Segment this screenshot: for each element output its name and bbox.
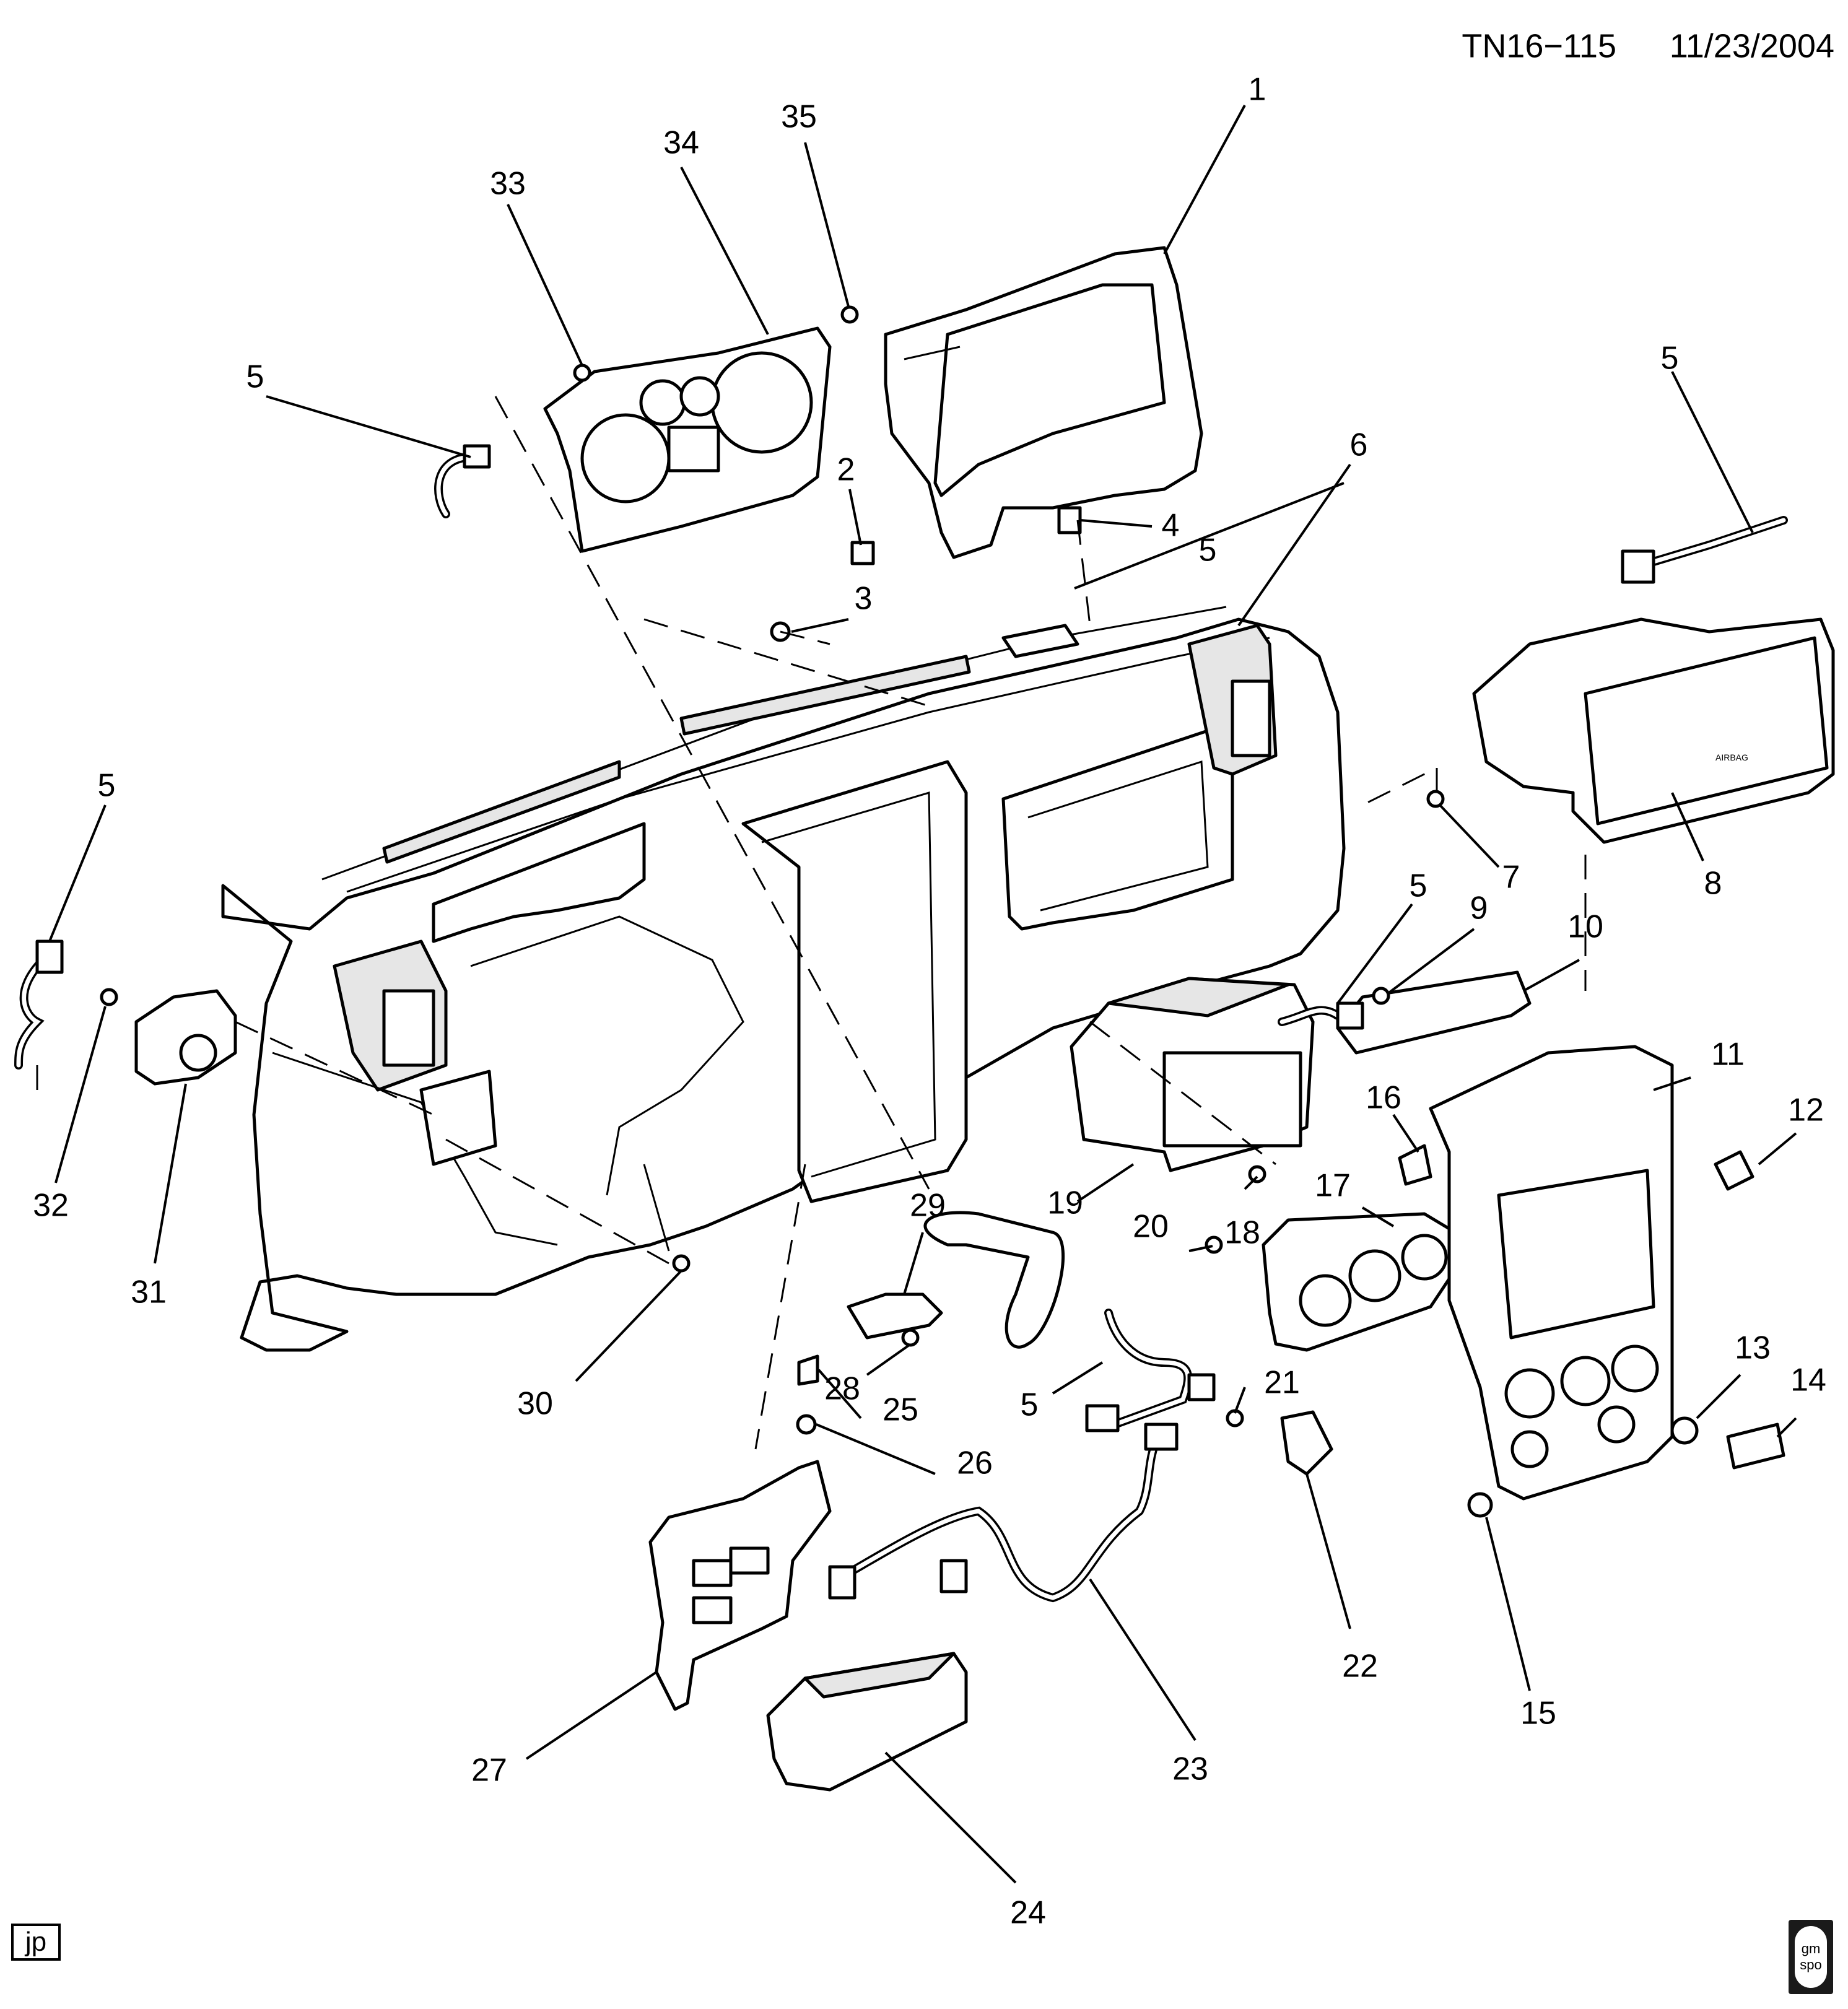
callout-31: 31 [131,1275,167,1310]
callout-13: 13 [1735,1330,1771,1366]
callout-32: 32 [33,1188,69,1224]
callout-5-left: 5 [98,768,116,804]
initials-text: jp [25,1927,47,1957]
hvac-control-module [1262,1212,1457,1352]
instrument-cluster [543,326,832,553]
callout-6: 6 [1350,427,1368,463]
headlamp-switch [134,989,237,1086]
callout-16: 16 [1366,1080,1401,1116]
callout-26: 26 [957,1445,993,1481]
callout-25: 25 [883,1392,918,1428]
support-bracket [648,1460,832,1711]
initials-box: jp [11,1924,61,1961]
harness-connector-left [14,939,64,1070]
accessory-trim-plate [1429,1045,1674,1501]
small-fasteners [100,305,1785,1518]
callout-11: 11 [1711,1037,1745,1073]
callout-17: 17 [1315,1168,1351,1204]
instrument-panel-carrier [221,606,1346,1352]
callout-labels: 1 2 3 4 5 5 5 5 5 5 6 7 8 9 10 11 12 13 … [33,72,1826,1931]
callout-30: 30 [517,1386,553,1422]
callout-24: 24 [1010,1895,1046,1931]
callout-34: 34 [663,125,699,161]
callout-5-upper-right: 5 [1661,341,1679,377]
callout-27: 27 [471,1753,507,1789]
body-control-module [766,1652,968,1792]
callout-14: 14 [1790,1362,1826,1398]
reference-lines [36,396,1587,1450]
harness-connector-lower [1085,1309,1216,1432]
diagram-id: TN16−115 [1462,27,1616,64]
callout-29: 29 [910,1188,946,1224]
callout-23: 23 [1172,1751,1208,1787]
callout-3: 3 [855,581,873,617]
callout-18: 18 [1224,1215,1260,1251]
callout-5-top: 5 [1199,533,1217,569]
callout-5-cluster: 5 [246,359,264,395]
callout-12: 12 [1788,1092,1824,1128]
callout-4: 4 [1162,508,1180,544]
callout-33: 33 [490,166,526,202]
callout-1: 1 [1249,72,1266,108]
switch-bank [1336,970,1532,1055]
callout-21: 21 [1264,1365,1300,1401]
gm-spo-logo-inner: gm spo [1795,1926,1827,1988]
logo-text-bottom: spo [1800,1957,1822,1972]
leader-lines [48,105,1797,1884]
callout-8: 8 [1704,866,1722,902]
instrument-cluster-bezel [884,246,1203,559]
harness-connector-upper-right [1621,516,1788,584]
gm-spo-logo: gm spo [1789,1920,1833,1994]
callout-9: 9 [1470,891,1488,926]
callout-35: 35 [781,99,817,135]
callout-22: 22 [1342,1649,1378,1684]
callout-2: 2 [837,452,855,488]
logo-text-top: gm [1801,1941,1821,1956]
callout-10: 10 [1567,909,1603,945]
passenger-airbag-module: AIRBAG [1472,617,1835,844]
diagram-date: 11/23/2004 [1670,27,1834,64]
column-bracket [847,1211,1065,1349]
callout-5-lower: 5 [1021,1387,1039,1423]
airbag-text: AIRBAG [1715,752,1748,762]
callout-15: 15 [1520,1696,1556,1732]
wiring-harness [828,1423,1179,1603]
harness-connector-center-right [1278,1001,1364,1030]
callout-28: 28 [824,1371,860,1407]
callout-20: 20 [1133,1209,1169,1245]
callout-7: 7 [1502,860,1520,896]
callout-5-center-right: 5 [1410,868,1427,904]
callout-19: 19 [1047,1185,1083,1221]
radio-receiver [1070,977,1315,1172]
